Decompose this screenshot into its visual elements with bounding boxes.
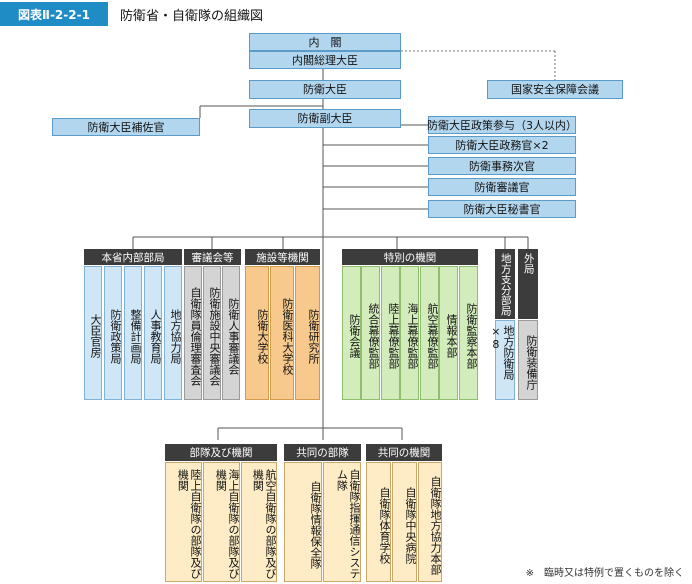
facility-item: 防衛研究所 — [295, 266, 320, 400]
joint-unit-item: 自衛隊情報保全隊 — [284, 462, 322, 582]
regional-bureaus-header: 地方支分部局 — [495, 249, 515, 319]
joint-organ-item: 自衛隊中央病院 — [392, 462, 417, 582]
internal-bureau-item: 地方協力局 — [164, 266, 182, 400]
special-organ-item: 統合幕僚監部 — [361, 266, 380, 400]
internal-bureau-item: 人事教育局 — [144, 266, 162, 400]
regional-bureau-item: 地方防衛局×8 — [489, 320, 515, 400]
council-item: 防衛人事審議会 — [222, 266, 240, 400]
special-organs-header: 特別の機関 — [342, 249, 478, 265]
special-organ-item: 防衛会議 — [342, 266, 361, 400]
internal-bureau-item: 整備計画局 — [124, 266, 142, 400]
joint-units-header: 共同の部隊 — [284, 444, 361, 461]
joint-organ-item: 自衛隊地方協力本部 — [418, 462, 442, 582]
joint-unit-item: 自衛隊指揮通信システム隊 — [323, 462, 361, 582]
special-organ-item: 航空幕僚監部 — [420, 266, 439, 400]
cabinet-box: 内 閣 — [249, 33, 401, 51]
minister-secretary-box: 防衛大臣秘書官 — [428, 200, 576, 218]
internal-bureaus-header: 本省内部部局 — [84, 249, 182, 265]
special-organ-item: 陸上幕僚監部 — [381, 266, 400, 400]
vice-minister-box: 防衛副大臣 — [249, 109, 401, 128]
national-security-council-box: 国家安全保障会議 — [487, 80, 623, 99]
special-organ-item: 情報本部 — [439, 266, 458, 400]
title-bar: 図表Ⅱ-2-2-1 防衛省・自衛隊の組織図 — [0, 0, 692, 28]
unit-item: 海上自衛隊の部隊及び機関 — [203, 462, 240, 582]
council-item: 防衛施設中央審議会 — [203, 266, 221, 400]
councils-header: 審議会等 — [184, 249, 241, 265]
unit-item: 陸上自衛隊の部隊及び機関 — [165, 462, 202, 582]
facility-item: 防衛大学校 — [245, 266, 269, 400]
administrative-vice-minister-box: 防衛事務次官 — [428, 157, 576, 175]
figure-label: 図表Ⅱ-2-2-1 — [0, 2, 108, 26]
vice-minister-international-box: 防衛審議官 — [428, 178, 576, 196]
joint-organ-item: 自衛隊体育学校 — [366, 462, 391, 582]
joint-organs-header: 共同の機関 — [366, 444, 442, 461]
external-agency-header: 外局 — [518, 249, 538, 319]
footnote: ※ 臨時又は特例で置くものを除く — [525, 568, 684, 579]
prime-minister-box: 内閣総理大臣 — [249, 51, 401, 69]
parliamentary-secretary-box: 防衛大臣政務官×2 — [428, 136, 576, 154]
internal-bureau-item: 大臣官房 — [84, 266, 102, 400]
facility-item: 防衛医科大学校 — [270, 266, 294, 400]
council-item: 自衛隊員倫理審査会 — [184, 266, 202, 400]
special-organ-item: 防衛監察本部 — [459, 266, 478, 400]
special-organ-item: 海上幕僚監部 — [400, 266, 419, 400]
unit-item: 航空自衛隊の部隊及び機関 — [241, 462, 277, 582]
defense-minister-box: 防衛大臣 — [249, 80, 401, 99]
external-agency-item: 防衛装備庁 — [518, 320, 538, 400]
internal-bureau-item: 防衛政策局 — [104, 266, 122, 400]
policy-counselor-box: 防衛大臣政策参与（3人以内） — [427, 116, 577, 134]
figure-title: 防衛省・自衛隊の組織図 — [120, 8, 264, 24]
facilities-header: 施設等機関 — [245, 249, 320, 265]
units-and-organs-header: 部隊及び機関 — [165, 444, 277, 461]
minister-aide-box: 防衛大臣補佐官 — [52, 118, 200, 136]
